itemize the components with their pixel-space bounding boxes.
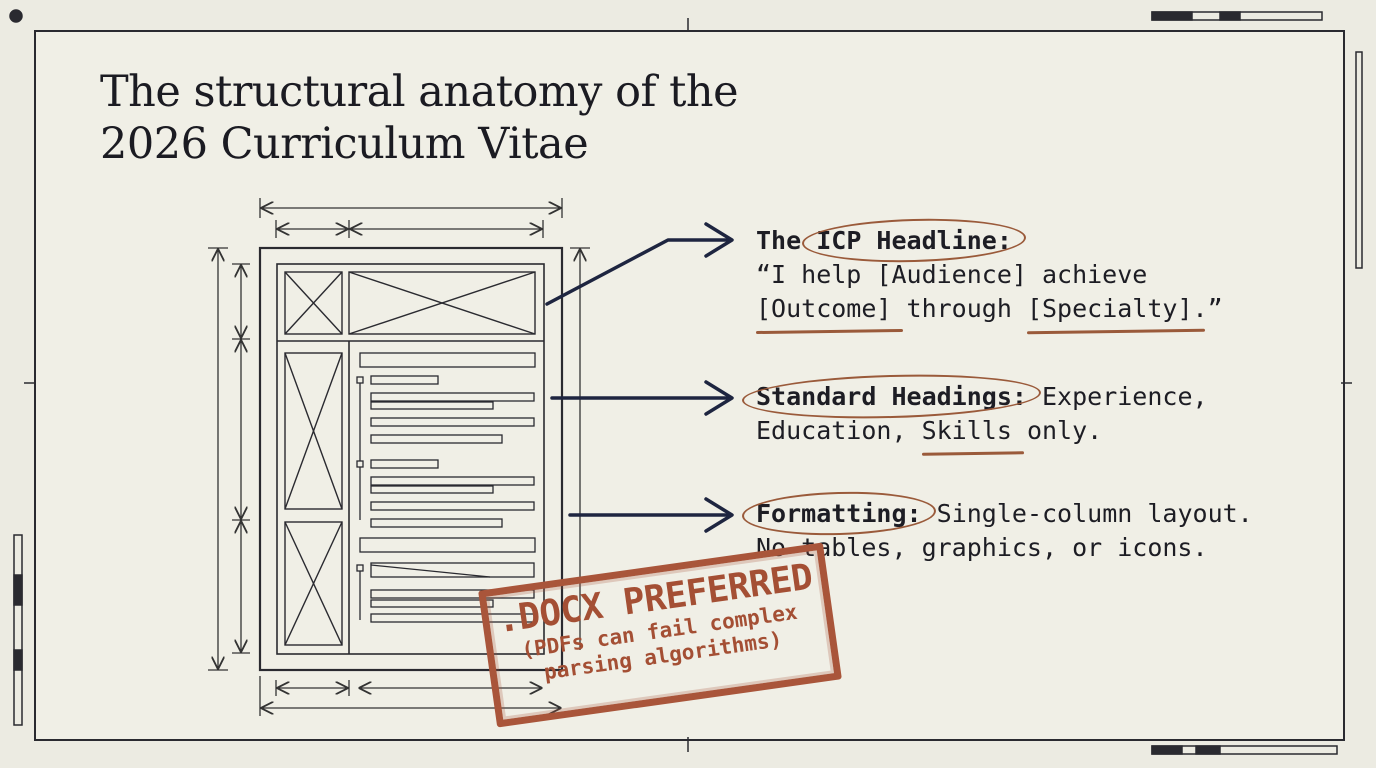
registration-marks — [9, 9, 1363, 755]
page-title: The structural anatomy of the 2026 Curri… — [100, 66, 739, 170]
quote-close: .” — [1192, 294, 1223, 323]
blueprint-sheet — [34, 30, 1345, 741]
standard-headings-label: Standard Headings: — [756, 382, 1027, 411]
headings-text-line1: Experience, — [1042, 382, 1208, 411]
callout-icp-headline: The ICP Headline: “I help [Audience] ach… — [756, 224, 1223, 326]
formatting-text-line1: Single-column layout. — [936, 499, 1253, 528]
sidebar-placeholders — [284, 352, 343, 646]
icp-headline-label: ICP Headline: — [816, 226, 1012, 255]
icp-headline-text-line1: “I help [Audience] achieve — [756, 260, 1148, 289]
outcome-token: [Outcome] — [756, 294, 892, 323]
callout-standard-headings: Standard Headings: Experience, Education… — [756, 380, 1208, 448]
cv-page-outline — [258, 246, 564, 672]
formatting-label: Formatting: — [756, 499, 922, 528]
callout-formatting: Formatting: Single-column layout. No tab… — [756, 497, 1253, 565]
title-line-1: The structural anatomy of the — [100, 67, 739, 117]
through-word: through — [906, 294, 1012, 323]
dimension-lines — [208, 198, 590, 716]
header-placeholders — [284, 271, 536, 335]
specialty-token: [Specialty] — [1026, 294, 1193, 323]
headings-only: only. — [1026, 416, 1103, 445]
content-text-lines — [356, 352, 536, 623]
title-line-2: 2026 Curriculum Vitae — [100, 119, 589, 169]
headings-education: Education, — [756, 416, 907, 445]
callout-the-label: The — [756, 226, 802, 255]
formatting-text-line2: No tables, graphics, or icons. — [756, 533, 1208, 562]
headings-skills: Skills — [921, 416, 1012, 445]
pointer-arrows — [545, 222, 734, 533]
